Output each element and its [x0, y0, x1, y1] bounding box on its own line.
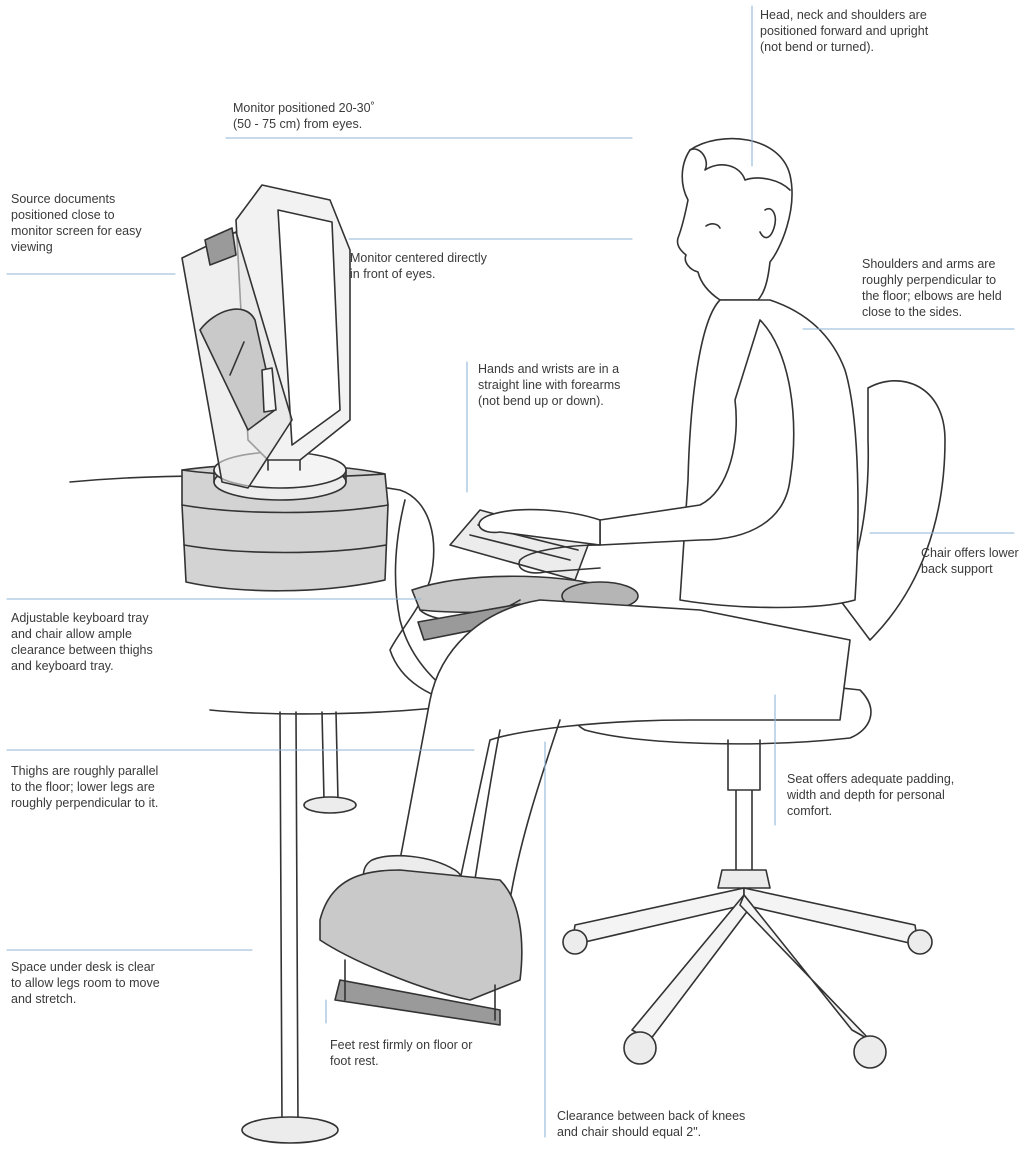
callout-under-desk: Space under desk is clear to allow legs …: [11, 959, 160, 1007]
callout-feet: Feet rest firmly on floor or foot rest.: [330, 1037, 472, 1069]
callout-seat: Seat offers adequate padding, width and …: [787, 771, 954, 819]
callout-thighs: Thighs are roughly parallel to the floor…: [11, 763, 158, 811]
desk-leg-front: [280, 712, 298, 1125]
callout-monitor-centered: Monitor centered directly in front of ey…: [350, 250, 487, 282]
callout-monitor-distance: Monitor positioned 20-30˚ (50 - 75 cm) f…: [233, 100, 375, 132]
callout-head-neck: Head, neck and shoulders are positioned …: [760, 7, 928, 55]
callout-knee-clearance: Clearance between back of knees and chai…: [557, 1108, 745, 1140]
desk-leg-back: [322, 712, 338, 800]
chair-column: [728, 740, 760, 870]
desk-leg-front-foot: [242, 1117, 338, 1143]
desk-leg-back-foot: [304, 797, 356, 813]
foot-rest: [320, 870, 522, 1025]
callout-source-documents: Source documents positioned close to mon…: [11, 191, 142, 255]
chair-base: [563, 888, 932, 1068]
callout-keyboard-tray: Adjustable keyboard tray and chair allow…: [11, 610, 153, 674]
callout-hands-wrists: Hands and wrists are in a straight line …: [478, 361, 620, 409]
callout-chair-back: Chair offers lower back support: [921, 545, 1019, 577]
callout-shoulders-arms: Shoulders and arms are roughly perpendic…: [862, 256, 1002, 320]
